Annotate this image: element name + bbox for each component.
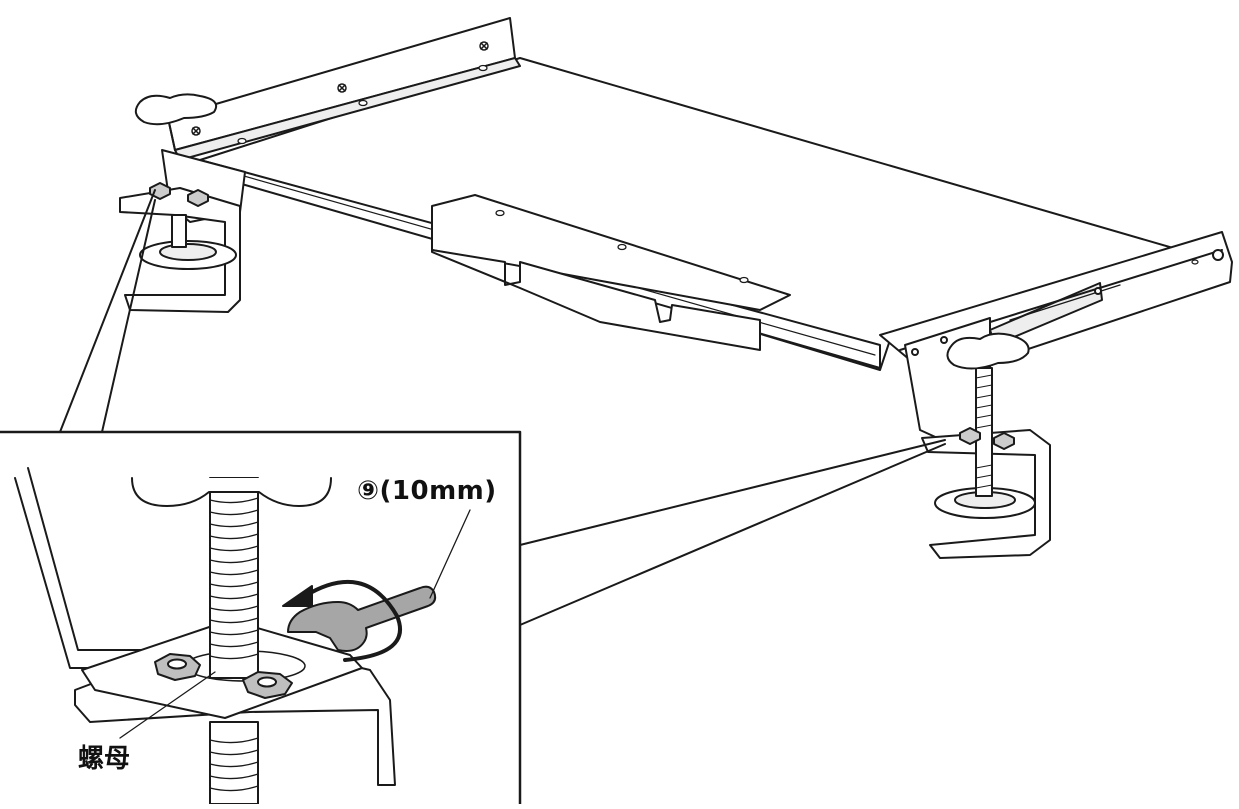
- right-knob-icon: [946, 332, 1030, 370]
- threaded-rod: [209, 477, 259, 805]
- inset-knob-icon: [131, 477, 332, 507]
- wrench-icon: [287, 585, 437, 652]
- nut-icon: [154, 653, 201, 681]
- left-clamp: [119, 93, 246, 313]
- center-bracket: [431, 194, 791, 351]
- nut-icon: [242, 671, 293, 699]
- back-rail: [167, 17, 521, 161]
- nut-icon: [959, 427, 981, 445]
- screw-icon: [191, 41, 489, 136]
- right-clamp: [904, 317, 1051, 559]
- nut-icon: [993, 432, 1015, 450]
- wrench-callout-line: [429, 509, 471, 599]
- zoom-leader-lines: [59, 189, 946, 626]
- nut-callout-line: [119, 671, 216, 739]
- hole-icon: [237, 64, 488, 145]
- zoom-inset: [0, 430, 522, 806]
- nut-icon: [187, 189, 209, 207]
- rotate-arrow-icon: [282, 579, 403, 662]
- wrench-callout-label: ⑨(10mm): [357, 476, 497, 506]
- nut-icon: [149, 182, 171, 200]
- left-knob-icon: [134, 93, 218, 126]
- nut-callout-label: 螺母: [78, 744, 131, 774]
